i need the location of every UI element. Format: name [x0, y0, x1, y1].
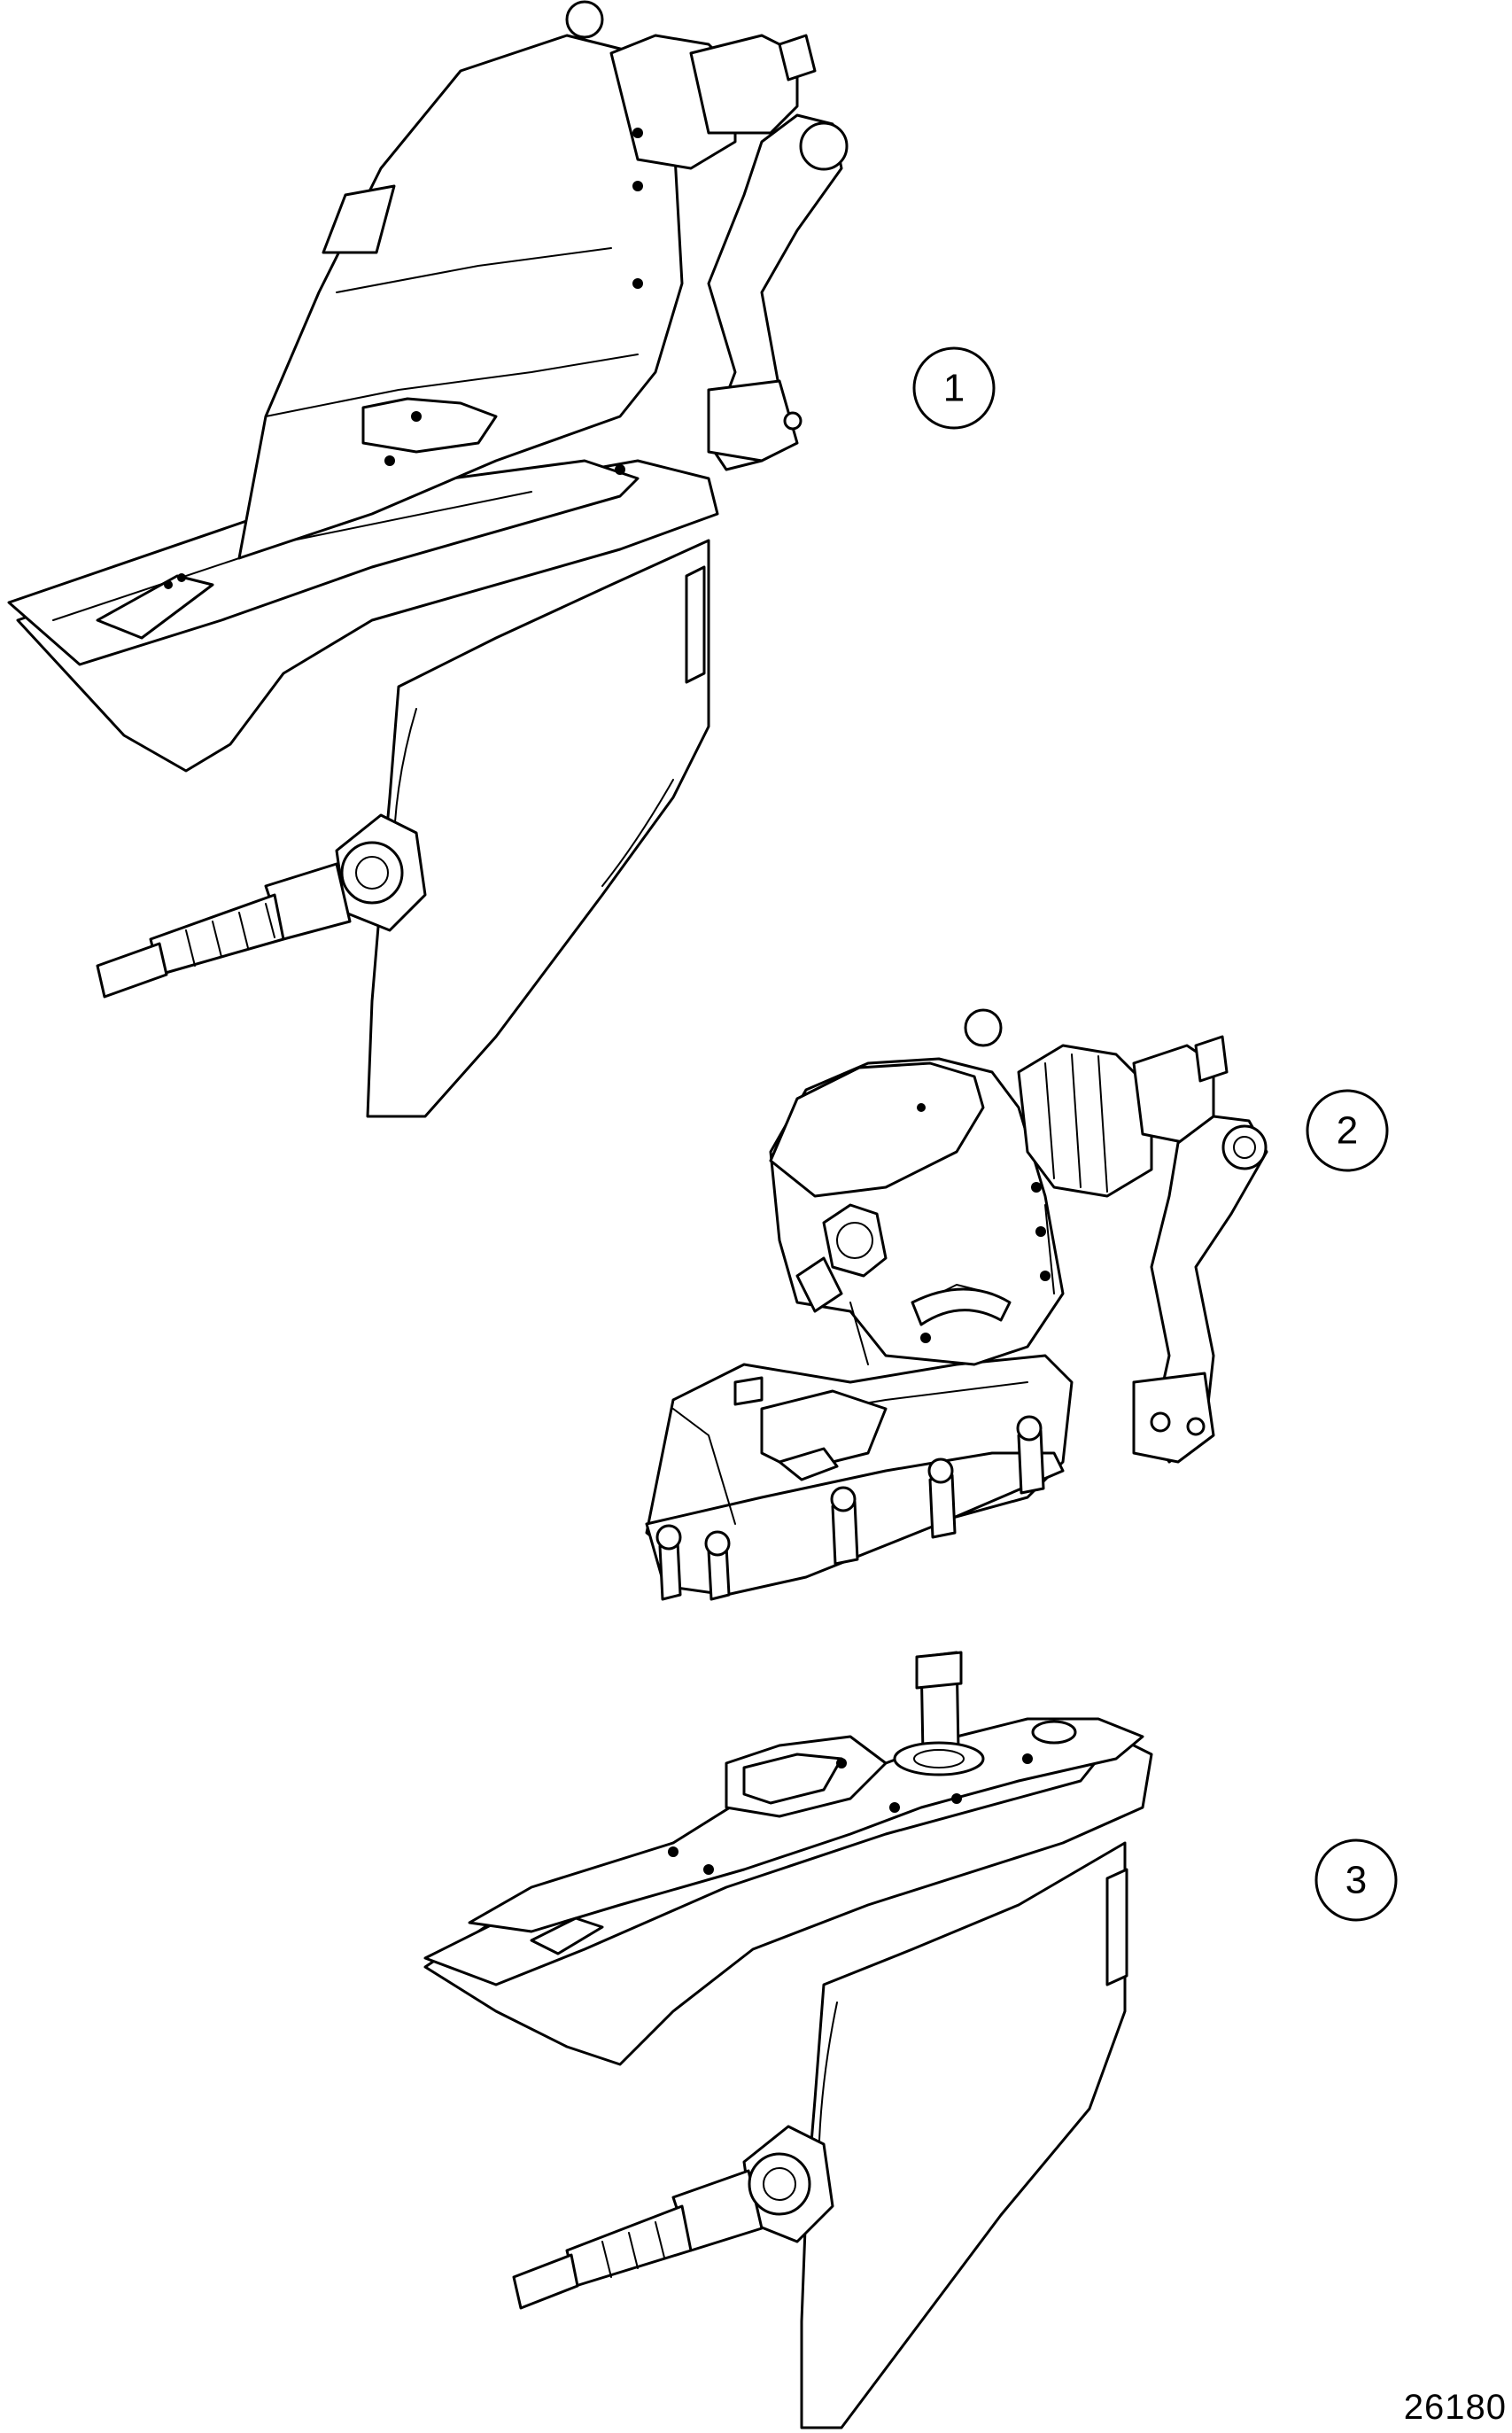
complete-sterndrive-drawing	[7, 0, 849, 1118]
upper-gear-housing-drawing	[645, 1008, 1268, 1601]
callout-2-label: 2	[1337, 1109, 1358, 1153]
callout-1: 1	[912, 346, 996, 430]
callout-3-label: 3	[1345, 1859, 1367, 1902]
figure-id: 26180	[1403, 2388, 1507, 2427]
callout-1-label: 1	[943, 367, 965, 410]
lower-gear-housing-drawing	[423, 1651, 1153, 2429]
callout-3: 3	[1314, 1838, 1398, 1922]
callout-2: 2	[1306, 1089, 1389, 1172]
